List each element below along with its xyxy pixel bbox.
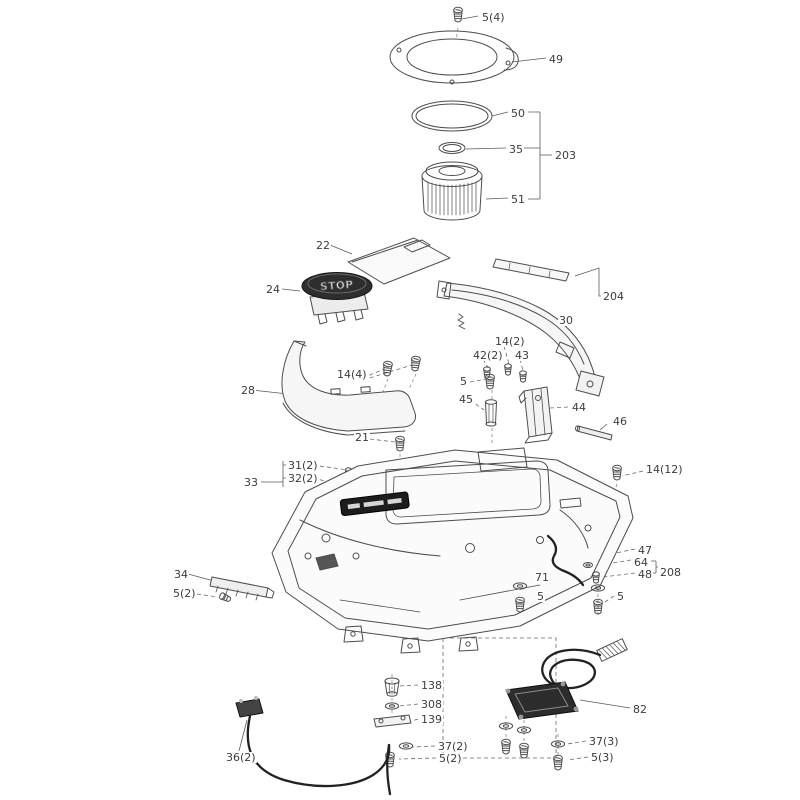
chassis-part bbox=[271, 447, 634, 654]
clamp-cable-part bbox=[235, 696, 392, 796]
stop-button-label: STOP bbox=[320, 279, 354, 293]
stop-button-part: STOP bbox=[301, 272, 373, 325]
skirt-strip-part bbox=[209, 576, 275, 604]
loop-cable-part bbox=[505, 638, 628, 720]
cable-clip-part bbox=[512, 534, 606, 615]
brand-badge bbox=[339, 491, 410, 517]
filter-part bbox=[421, 161, 483, 221]
pin-part bbox=[575, 425, 613, 441]
top-cover-ring-part bbox=[389, 30, 519, 85]
bracket-part bbox=[518, 386, 553, 444]
antenna-mount-part bbox=[373, 677, 414, 768]
handle-rail-part bbox=[436, 258, 605, 397]
top-screw-part bbox=[453, 6, 463, 23]
small-ring-part bbox=[438, 142, 466, 154]
bumper-part bbox=[281, 340, 416, 436]
panel-part bbox=[347, 237, 451, 285]
bottom-fasteners-part bbox=[498, 722, 566, 771]
leader-lines bbox=[187, 15, 658, 752]
oring-part bbox=[411, 100, 493, 132]
standoff-part bbox=[485, 373, 497, 427]
